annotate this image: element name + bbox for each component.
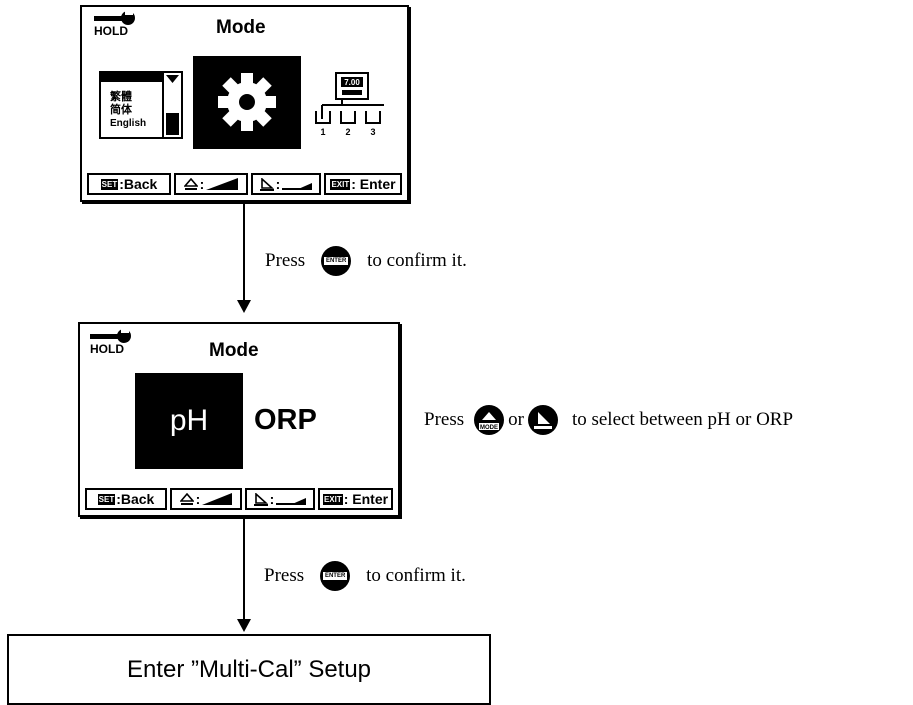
language-item-simplified[interactable]: 简体 <box>110 104 132 116</box>
softkey-right[interactable]: : <box>251 173 321 195</box>
hold-indicator: HOLD <box>90 328 140 362</box>
instruction-or: or <box>508 409 524 430</box>
instruction-press: Press <box>424 409 465 430</box>
option-ph-selected[interactable]: pH <box>135 373 243 469</box>
meter-reading: 7.00 <box>344 78 360 87</box>
lcd-screen-language: HOLD Mode 繁體 简体 English <box>80 5 409 202</box>
hold-label: HOLD <box>90 342 124 356</box>
softkey-enter-label: : Enter <box>343 491 389 507</box>
ramp-right-icon <box>276 498 307 505</box>
softkey-enter[interactable]: EXIT : Enter <box>318 488 393 510</box>
screen-title: Mode <box>209 340 259 361</box>
exit-key-icon: EXIT <box>322 493 343 505</box>
gear-icon <box>218 73 276 131</box>
enter-button-icon: ENTER <box>320 561 351 591</box>
enter-button-icon: ENTER <box>321 246 352 276</box>
flow-arrow-1-line <box>243 201 245 301</box>
instruction-select-text: to select between pH or ORP <box>571 409 794 430</box>
bath-label-3: 3 <box>370 127 375 137</box>
ramp-up-icon <box>202 493 233 505</box>
step-right-icon <box>259 177 274 191</box>
softkey-up[interactable]: : <box>170 488 242 510</box>
hold-indicator: HOLD <box>94 10 144 44</box>
softkey-enter[interactable]: EXIT : Enter <box>324 173 402 195</box>
softkey-bar: SET :Back : : EXIT : Enter <box>85 488 393 510</box>
softkey-up[interactable]: : <box>174 173 248 195</box>
step-right-icon <box>253 492 268 506</box>
bath-label-1: 1 <box>320 127 325 137</box>
softkey-back-label: :Back <box>116 491 155 507</box>
screen-title: Mode <box>216 17 266 38</box>
ramp-right-icon <box>282 183 313 190</box>
flow-arrow-2-line <box>243 516 245 620</box>
ramp-up-icon <box>206 178 239 190</box>
option-orp[interactable]: ORP <box>254 404 317 436</box>
set-key-icon: SET <box>97 493 116 505</box>
eject-up-icon <box>179 493 194 505</box>
softkey-enter-label: : Enter <box>351 176 396 192</box>
right-button-icon <box>527 405 558 435</box>
exit-key-icon: EXIT <box>330 178 351 190</box>
scroll-thumb[interactable] <box>166 113 179 135</box>
multi-bath-calibration-icon: 7.00 1 2 3 <box>315 72 384 137</box>
multi-cal-setup-box: Enter ”Multi-Cal” Setup <box>7 634 491 705</box>
mode-up-button-icon: MODE <box>474 405 505 435</box>
bath-label-2: 2 <box>345 127 350 137</box>
settings-gear-tile <box>193 56 301 149</box>
instruction-select: Press MODE or to select between pH or OR… <box>424 404 793 436</box>
wrench-icon <box>94 10 135 25</box>
set-key-icon: SET <box>100 178 119 190</box>
softkey-back[interactable]: SET :Back <box>85 488 167 510</box>
flow-arrow-1-head <box>237 300 251 313</box>
svg-text:MODE: MODE <box>480 425 498 431</box>
softkey-right[interactable]: : <box>245 488 315 510</box>
scrollbar[interactable] <box>162 73 181 137</box>
instruction-confirm-text: to confirm it. <box>367 250 467 271</box>
instruction-confirm-1: Press ENTER to confirm it. <box>265 245 467 277</box>
language-item-english[interactable]: English <box>110 118 147 129</box>
eject-up-icon <box>183 178 198 190</box>
instruction-press: Press <box>265 250 306 271</box>
instruction-confirm-2: Press ENTER to confirm it. <box>264 560 466 592</box>
softkey-back[interactable]: SET :Back <box>87 173 171 195</box>
softkey-back-label: :Back <box>119 176 158 192</box>
lcd-screen-mode: HOLD Mode pH ORP SET :Back : : EXIT : En… <box>78 322 400 517</box>
list-header-bar <box>101 73 181 82</box>
instruction-confirm-text: to confirm it. <box>366 565 466 586</box>
language-list[interactable]: 繁體 简体 English <box>99 71 183 139</box>
flow-arrow-2-head <box>237 619 251 632</box>
instruction-press: Press <box>264 565 305 586</box>
wrench-icon <box>90 328 131 343</box>
scroll-down-icon <box>166 75 179 83</box>
softkey-bar: SET :Back : : EXIT : Enter <box>87 173 402 195</box>
language-item-traditional[interactable]: 繁體 <box>110 91 132 103</box>
hold-label: HOLD <box>94 24 128 38</box>
